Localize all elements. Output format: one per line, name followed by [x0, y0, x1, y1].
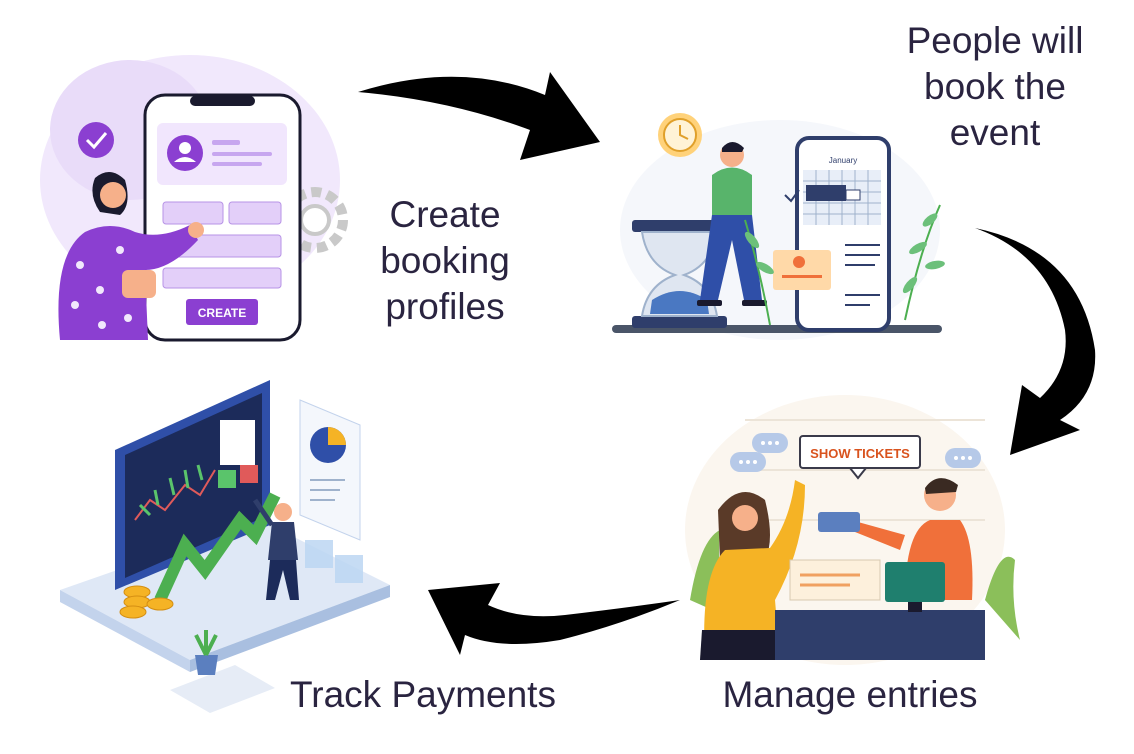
plant-icon [744, 204, 945, 326]
calendar-icon [784, 170, 881, 225]
step-label-line: Manage entries [722, 674, 978, 715]
step-label-line: Track Payments [290, 674, 556, 715]
step-label-line: book the [924, 66, 1066, 107]
step-label-line: profiles [385, 286, 505, 327]
analyst-figure [252, 498, 299, 600]
hourglass-icon [632, 220, 727, 328]
step-label-line: event [949, 112, 1041, 153]
booking-illustration: January [612, 113, 945, 340]
plant-icon [194, 630, 218, 675]
step-label-line: People will [906, 20, 1084, 61]
step-label-line: Create [389, 194, 501, 235]
curved-arrow-icon [358, 72, 600, 160]
clock-icon [658, 113, 702, 157]
step-label-manage: Manage entries [700, 672, 1000, 718]
track-payments-illustration [60, 380, 390, 713]
woman-figure [58, 171, 204, 340]
check-icon [78, 122, 114, 158]
curved-arrow-icon [428, 583, 680, 655]
curved-arrow-icon [975, 228, 1096, 455]
step-label-line: booking [380, 240, 510, 281]
step-label-people: People will book the event [890, 18, 1100, 156]
create-button [186, 299, 258, 325]
show-tickets-sign: SHOW TICKETS [799, 435, 921, 480]
show-tickets-label: SHOW TICKETS [810, 446, 910, 461]
pie-chart-icon [299, 399, 361, 541]
woman-figure [700, 480, 805, 660]
calendar-month-label: January [829, 156, 857, 165]
step-label-create: Create booking profiles [360, 192, 530, 330]
manage-entries-illustration: SHOW TICKETS [685, 395, 1020, 665]
coin-icon [119, 585, 174, 619]
create-button-label: CREATE [198, 306, 246, 320]
location-pin-icon [773, 250, 831, 290]
create-profile-illustration: CREATE [40, 55, 348, 342]
chat-bubble-icon [730, 433, 981, 472]
step-label-track: Track Payments [268, 672, 578, 718]
avatar-icon [167, 135, 203, 171]
